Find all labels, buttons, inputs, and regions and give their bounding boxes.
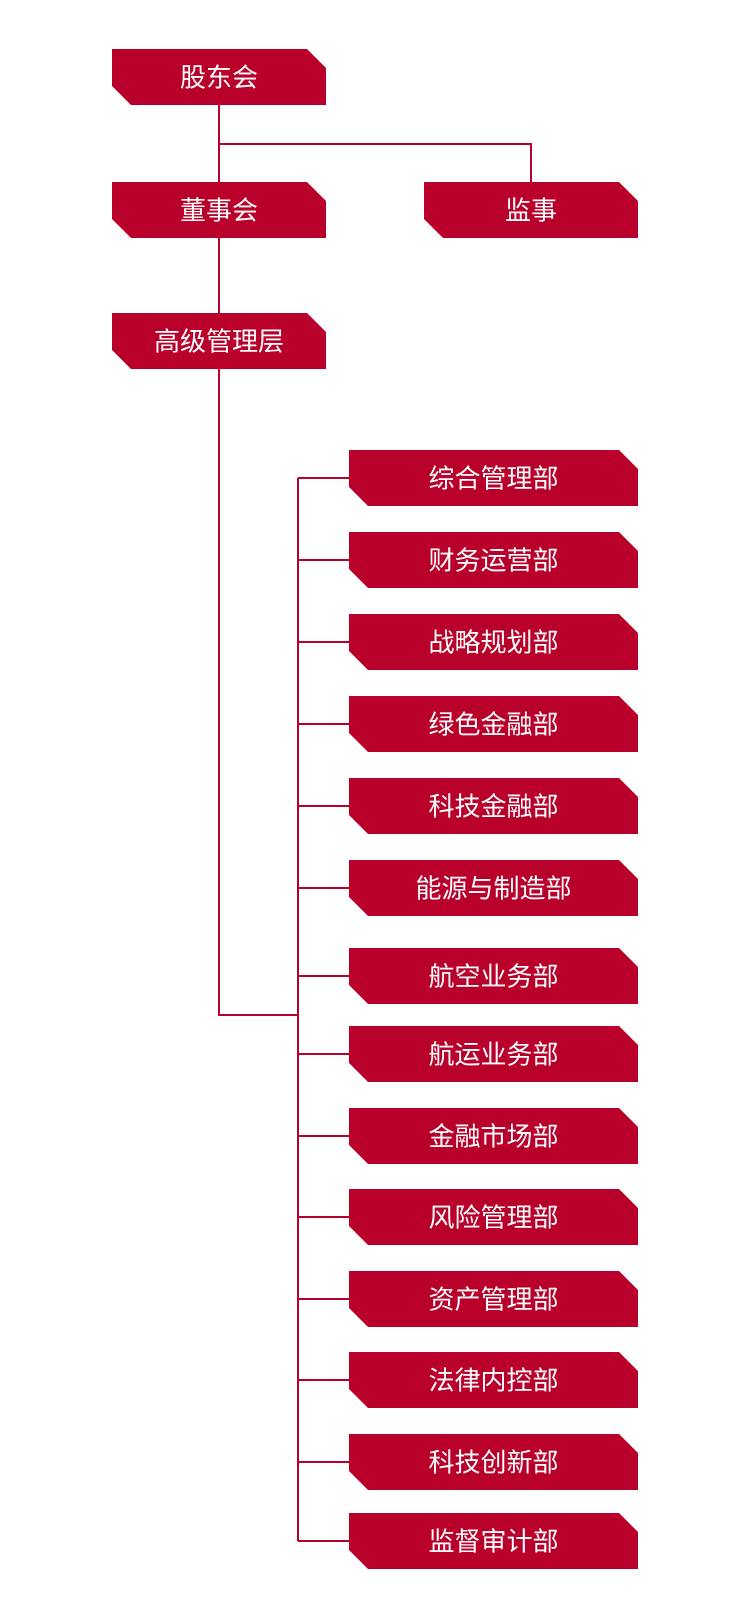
department-box <box>349 532 638 588</box>
department-label: 法律内控部 <box>428 1367 558 1397</box>
node-management-box <box>112 313 326 369</box>
department-label: 绿色金融部 <box>428 711 558 741</box>
department-label: 资产管理部 <box>428 1286 558 1316</box>
department-node: 绿色金融部 <box>349 696 638 752</box>
department-box <box>349 778 638 834</box>
node-management-label: 高级管理层 <box>154 328 284 358</box>
department-node: 航运业务部 <box>349 1026 638 1082</box>
department-node: 综合管理部 <box>349 450 638 506</box>
department-box <box>349 1434 638 1490</box>
department-node: 金融市场部 <box>349 1108 638 1164</box>
department-label: 综合管理部 <box>428 465 558 495</box>
department-box <box>349 860 638 916</box>
department-box <box>349 948 638 1004</box>
department-box <box>349 614 638 670</box>
department-node: 风险管理部 <box>349 1189 638 1245</box>
department-label: 监督审计部 <box>428 1528 558 1558</box>
node-supervisor-label: 监事 <box>505 197 557 227</box>
department-label: 财务运营部 <box>428 547 558 577</box>
department-node: 航空业务部 <box>349 948 638 1004</box>
connectors <box>218 105 532 1542</box>
node-board: 董事会 <box>112 182 326 238</box>
department-box <box>349 696 638 752</box>
node-shareholders-label: 股东会 <box>180 64 258 94</box>
department-label: 航运业务部 <box>428 1041 558 1071</box>
department-node: 战略规划部 <box>349 614 638 670</box>
department-nodes: 综合管理部财务运营部战略规划部绿色金融部科技金融部能源与制造部航空业务部航运业务… <box>349 450 638 1569</box>
department-node: 科技创新部 <box>349 1434 638 1490</box>
department-label: 能源与制造部 <box>415 875 571 905</box>
department-node: 能源与制造部 <box>349 860 638 916</box>
department-box <box>349 1189 638 1245</box>
department-node: 财务运营部 <box>349 532 638 588</box>
department-box <box>349 1513 638 1569</box>
node-supervisor: 监事 <box>424 182 638 238</box>
node-board-label: 董事会 <box>180 197 258 227</box>
department-label: 航空业务部 <box>428 963 558 993</box>
connector-management-departments <box>218 369 298 1016</box>
node-supervisor-box <box>424 182 638 238</box>
department-label: 科技金融部 <box>428 793 558 823</box>
connector-shareholders-supervisor <box>219 143 532 182</box>
department-node: 科技金融部 <box>349 778 638 834</box>
department-node: 资产管理部 <box>349 1271 638 1327</box>
department-node: 法律内控部 <box>349 1352 638 1408</box>
node-shareholders: 股东会 <box>112 49 326 105</box>
department-label: 金融市场部 <box>428 1123 558 1153</box>
department-node: 监督审计部 <box>349 1513 638 1569</box>
node-management: 高级管理层 <box>112 313 326 369</box>
department-box <box>349 1352 638 1408</box>
department-label: 风险管理部 <box>428 1204 558 1234</box>
department-label: 科技创新部 <box>428 1449 558 1479</box>
node-board-box <box>112 182 326 238</box>
department-connectors <box>298 477 349 1542</box>
department-box <box>349 1271 638 1327</box>
node-shareholders-box <box>112 49 326 105</box>
department-box <box>349 1108 638 1164</box>
department-label: 战略规划部 <box>428 629 558 659</box>
department-box <box>349 1026 638 1082</box>
department-box <box>349 450 638 506</box>
